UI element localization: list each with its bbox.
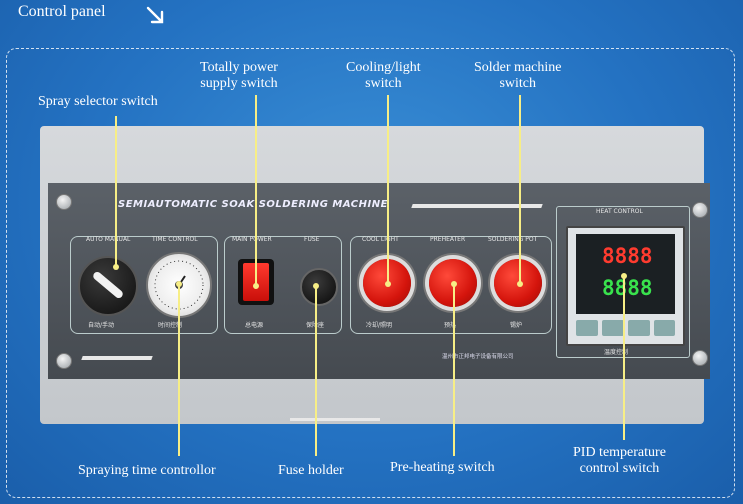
leader-line	[453, 284, 455, 456]
caption-preheater-cn: 预热	[444, 322, 457, 329]
leader-dot	[253, 283, 259, 289]
leader-dot	[621, 273, 627, 279]
caption-auto-manual: AUTO MANUAL	[86, 236, 131, 243]
screw	[56, 353, 72, 369]
caption-soldering-pot-cn: 锡炉	[510, 322, 523, 329]
leader-line	[178, 284, 180, 456]
label-fuse-holder: Fuse holder	[278, 463, 344, 478]
label-spray-selector: Spray selector switch	[38, 94, 158, 109]
decor-stripe	[81, 356, 153, 360]
function-button-group	[350, 236, 552, 334]
power-fuse-group	[224, 236, 342, 334]
pid-keys-icon[interactable]	[576, 320, 675, 338]
dashed-frame	[6, 48, 735, 498]
pid-screen: 8888 8888	[576, 234, 675, 314]
screw	[56, 194, 72, 210]
leader-line	[255, 95, 257, 285]
caption-main-power: MAIN POWER	[232, 236, 272, 243]
screw	[692, 202, 708, 218]
caption-main-power-cn: 总电源	[245, 322, 264, 329]
pid-sv-display: 8888	[602, 276, 653, 300]
leader-dot	[313, 283, 319, 289]
decor-stripe	[290, 418, 380, 421]
label-preheat: Pre-heating switch	[390, 460, 495, 475]
heat-control-caption: HEAT CONTROL	[596, 208, 643, 215]
label-spray-timer: Spraying time controllor	[78, 463, 216, 478]
leader-dot	[176, 281, 182, 287]
caption-time-control: TIME CONTROL	[152, 236, 198, 243]
page-title: Control panel	[18, 3, 106, 20]
spray-selector-knob[interactable]	[78, 256, 138, 316]
caption-soldering-pot: SOLDERING POT	[488, 236, 538, 243]
leader-dot	[113, 264, 119, 270]
leader-dot	[517, 281, 523, 287]
decor-stripe	[411, 204, 543, 208]
selector-timer-group	[70, 236, 218, 334]
caption-fuse: FUSE	[304, 236, 320, 243]
machine-name-plate: SEMIAUTOMATIC SOAK SOLDERING MACHINE	[118, 199, 388, 210]
leader-line	[115, 116, 117, 266]
caption-preheater: PREHEATER	[430, 236, 466, 243]
pid-temperature-controller[interactable]: 8888 8888	[566, 226, 685, 346]
leader-dot	[451, 281, 457, 287]
caption-cool-light: COOL LIGHT	[362, 236, 399, 243]
caption-auto-manual-cn: 自动/手动	[88, 322, 115, 329]
screw	[692, 350, 708, 366]
leader-dot	[385, 281, 391, 287]
main-power-switch[interactable]	[238, 259, 274, 305]
manufacturer-text: 温州市正邦电子设备有限公司	[442, 354, 514, 360]
leader-line	[519, 95, 521, 283]
pid-bottom-caption: 温度控制	[604, 349, 629, 356]
leader-line	[315, 286, 317, 456]
arrow-down-right-icon	[146, 6, 164, 24]
caption-time-control-cn: 时间控制	[158, 322, 183, 329]
caption-cool-light-cn: 冷却/照明	[366, 322, 393, 329]
leader-line	[387, 95, 389, 283]
pid-pv-display: 8888	[602, 244, 653, 268]
fuse-holder[interactable]	[300, 268, 338, 306]
leader-line	[623, 276, 625, 440]
